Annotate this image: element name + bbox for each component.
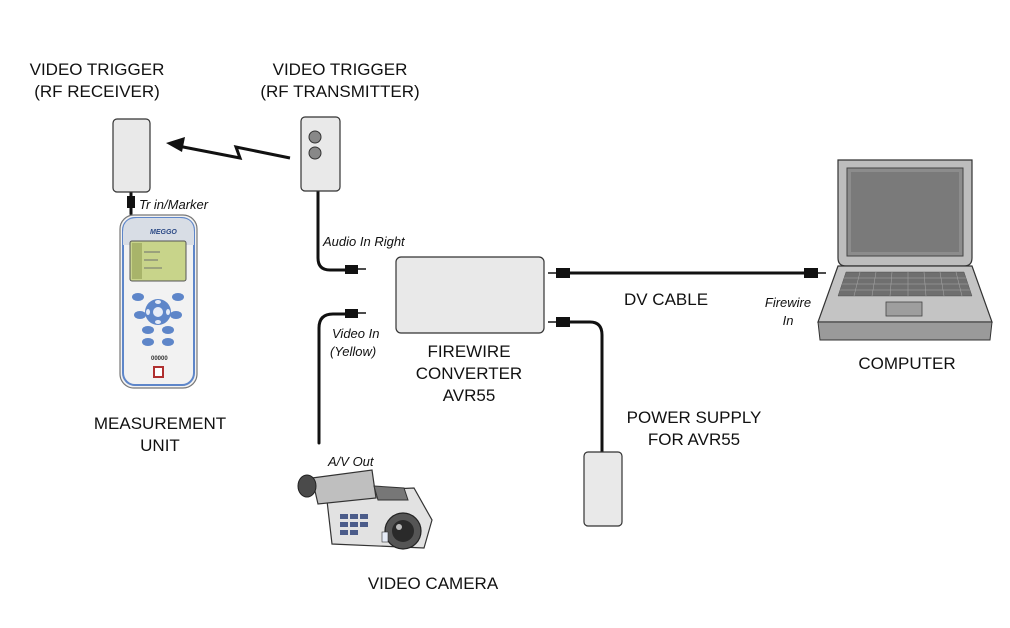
port-labels: Tr in/Marker Audio In Right Video In (Ye…: [139, 197, 811, 469]
rf-transmitter-label-line2: (RF TRANSMITTER): [260, 82, 419, 101]
connector-tr-in: [127, 196, 135, 208]
connector-power: [556, 317, 570, 327]
video-camera: [297, 469, 433, 550]
video-in-label-line1: Video In: [332, 326, 379, 341]
firewire-in-label-line2: In: [783, 313, 794, 328]
device-brand-logo: MEGGO: [150, 229, 177, 236]
tr-in-marker-label: Tr in/Marker: [139, 197, 209, 212]
rf-transmitter: [300, 116, 341, 192]
laptop-trackpad: [885, 301, 923, 317]
transmitter-button-top: [308, 130, 322, 144]
device-screen: [129, 240, 187, 282]
power-supply-label-line2: FOR AVR55: [648, 430, 740, 449]
video-in-label-line2: (Yellow): [330, 344, 376, 359]
rf-receiver-label-line2: (RF RECEIVER): [34, 82, 160, 101]
cable-camera-to-converter: [317, 312, 350, 445]
computer-laptop: [817, 159, 993, 341]
measurement-unit: MEGGO 00000: [119, 214, 198, 389]
rf-transmitter-label-line1: VIDEO TRIGGER: [273, 60, 408, 79]
computer-label: COMPUTER: [858, 354, 955, 373]
measurement-unit-label-line1: MEASUREMENT: [94, 414, 226, 433]
device-labels: VIDEO TRIGGER (RF RECEIVER) VIDEO TRIGGE…: [30, 60, 956, 593]
dv-cable-label: DV CABLE: [624, 290, 708, 309]
av-out-label: A/V Out: [327, 454, 375, 469]
firewire-converter-label-line3: AVR55: [443, 386, 496, 405]
firewire-converter-label-line1: FIREWIRE: [427, 342, 510, 361]
camera-buttons: [340, 514, 368, 535]
transmitter-button-bottom: [308, 146, 322, 160]
measurement-unit-label-line2: UNIT: [140, 436, 180, 455]
firewire-converter-box: [395, 256, 545, 334]
connector-dv-right: [804, 268, 818, 278]
power-supply-box: [583, 451, 623, 527]
connector-video-in: [345, 309, 358, 318]
laptop-keyboard: [837, 271, 973, 297]
video-camera-label: VIDEO CAMERA: [368, 574, 499, 593]
rf-signal-arrow: [166, 137, 291, 160]
rf-receiver-label-line1: VIDEO TRIGGER: [30, 60, 165, 79]
rf-receiver-box: [112, 118, 151, 193]
device-key-right: [172, 293, 184, 301]
audio-in-right-label: Audio In Right: [322, 234, 406, 249]
firewire-converter-label-line2: CONVERTER: [416, 364, 522, 383]
device-key-left: [132, 293, 144, 301]
connector-audio-in: [345, 265, 358, 274]
device-keypad-badge: 00000: [151, 356, 168, 362]
cable-transmitter-to-converter: [316, 190, 350, 272]
camera-viewfinder: [297, 474, 317, 498]
cables: [127, 190, 826, 454]
firewire-in-label-line1: Firewire: [765, 295, 811, 310]
cable-power-to-converter: [568, 320, 604, 454]
power-supply-label-line1: POWER SUPPLY: [627, 408, 762, 427]
connector-dv-left: [556, 268, 570, 278]
